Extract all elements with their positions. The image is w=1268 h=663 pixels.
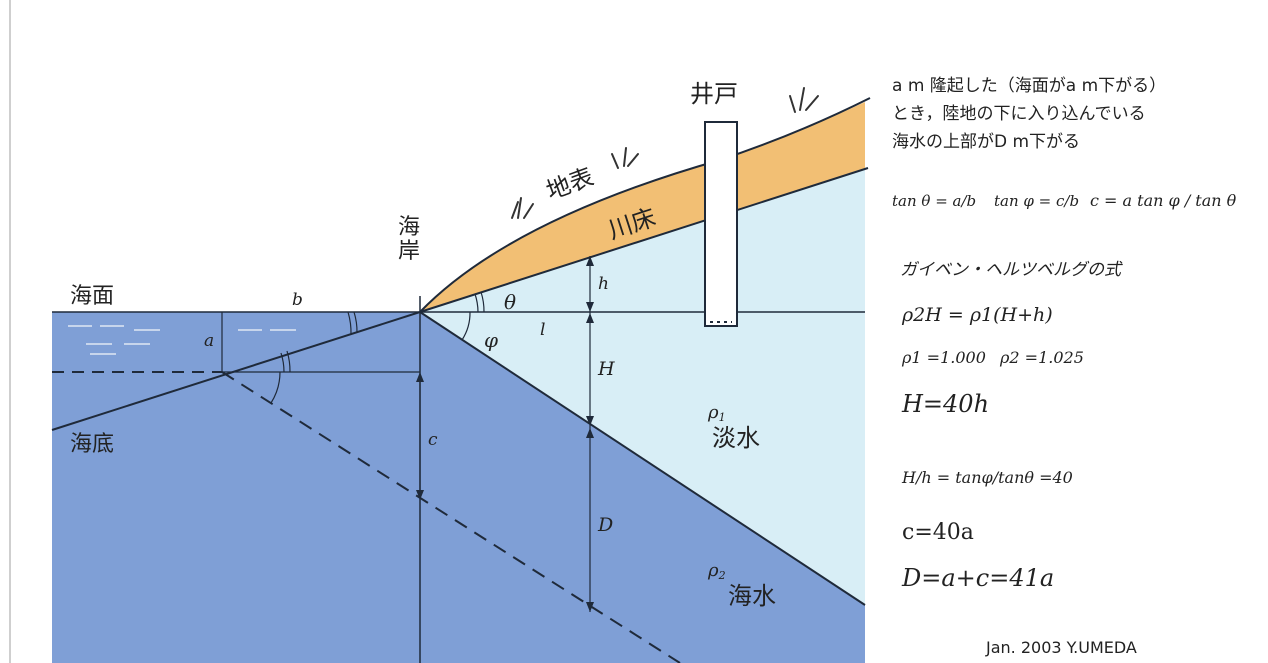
D-result: D=a+c=41a — [902, 564, 1055, 592]
angle-arc-dashed — [270, 371, 281, 404]
var-D-label: D — [598, 514, 614, 536]
arrow-H-bottom — [586, 416, 594, 426]
arrow-D-bottom — [586, 602, 594, 612]
water-ripples — [68, 325, 296, 355]
riverbed-line — [419, 167, 869, 313]
var-H-label: H — [598, 358, 615, 380]
var-b-label: b — [292, 290, 303, 310]
grass-tufts — [511, 87, 819, 219]
well-shaft — [704, 121, 738, 327]
ratio-equation: H/h = tanφ/tanθ =40 — [902, 468, 1073, 487]
seawater-region — [52, 312, 865, 663]
seawater-label: 海水 — [728, 582, 776, 610]
angle-arc-left — [353, 311, 358, 334]
freshwater-label: 淡水 — [712, 424, 760, 452]
H-result: H=40h — [902, 390, 990, 418]
tan-phi-eq: tan φ = c/b — [994, 192, 1080, 210]
ground-layer — [420, 102, 865, 312]
arrow-D-top — [586, 428, 594, 438]
c-relation-eq: c = a tan φ / tan θ — [1090, 191, 1237, 210]
arrow-h-top — [586, 256, 594, 266]
rho1-value: ρ1 =1.000 — [902, 348, 986, 367]
coast-label: 海岸 — [398, 215, 421, 265]
angle-arc-a — [280, 352, 285, 373]
rho2-label: ρ2 — [708, 560, 726, 582]
well-label: 井戸 — [690, 80, 738, 108]
sea-floor-label: 海底 — [70, 432, 115, 457]
credit-text: Jan. 2003 Y.UMEDA — [986, 638, 1137, 657]
c-result: c=40a — [902, 520, 974, 545]
arrow-h-bottom — [586, 302, 594, 312]
angle-arc-a-2 — [286, 350, 291, 373]
interface-line — [419, 311, 866, 606]
ground-surface-line — [419, 97, 871, 313]
phi-label: φ — [484, 328, 499, 352]
angle-arc-left-2 — [347, 311, 352, 336]
theta-arc — [474, 293, 479, 313]
uplift-note-line1: a m 隆起した（海面がa m下がる） — [892, 76, 1167, 96]
theta-label: θ — [504, 290, 517, 314]
phi-arc — [461, 311, 471, 341]
tan-theta-eq: tan θ = a/b — [892, 192, 977, 210]
sea-surface-label: 海面 — [70, 284, 115, 309]
rho1-label: ρ1 — [708, 402, 726, 424]
ghyben-equation: ρ2H = ρ1(H+h) — [902, 304, 1053, 326]
arrow-H-top — [586, 313, 594, 323]
var-h-label: h — [598, 274, 609, 294]
var-a-label: a — [204, 331, 215, 351]
rho2-value: ρ2 =1.025 — [1000, 348, 1084, 367]
uplift-note-line2: とき，陸地の下に入り込んでいる — [892, 104, 1146, 124]
uplift-note-line3: 海水の上部がD m下がる — [892, 132, 1081, 152]
arrow-c-bottom — [416, 490, 424, 500]
sea-floor-line — [51, 311, 421, 431]
theta-arc-2 — [480, 291, 485, 313]
var-l-label: l — [540, 320, 546, 340]
arrow-c-top — [416, 372, 424, 382]
formula-title: ガイベン・ヘルツベルグの式 — [900, 260, 1121, 280]
var-c-label: c — [428, 430, 438, 450]
